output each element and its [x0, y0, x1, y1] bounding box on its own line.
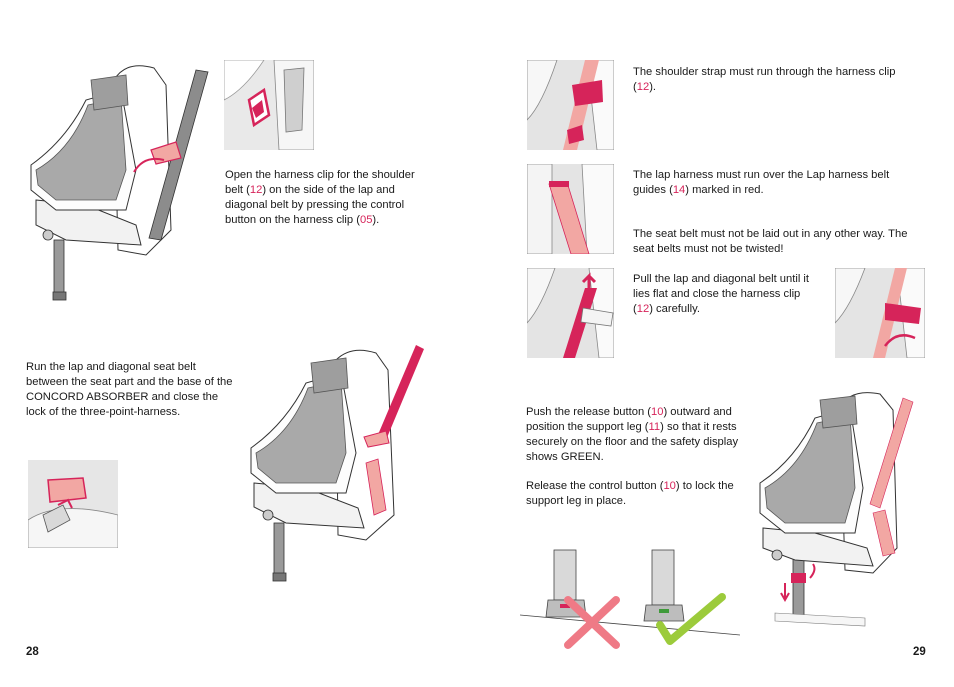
text-segment: Open the harness clip for the shoulder b… — [225, 169, 415, 196]
page-number-right: 29 — [913, 646, 926, 658]
figure-seat-belt-overview — [26, 60, 216, 305]
reference-number: 12 — [636, 303, 650, 315]
text-pull-belt: Pull the lap and diagonal belt until it … — [633, 272, 823, 317]
figure-harness-clip-open — [224, 60, 314, 150]
text-segment: ) carefully. — [649, 303, 700, 315]
text-lock-support-leg: Release the control button (10) to lock … — [526, 479, 736, 509]
text-segment: ) to lock the support leg in place. — [526, 480, 734, 507]
figure-belt-lock-closeup — [28, 460, 118, 548]
page-number-left: 28 — [26, 646, 39, 658]
reference-number: 14 — [672, 184, 686, 196]
reference-number: 05 — [359, 214, 373, 226]
text-open-harness-clip: Open the harness clip for the shoulder b… — [225, 168, 435, 228]
figure-lap-harness-guides — [527, 164, 614, 254]
text-segment: ). — [372, 214, 380, 226]
text-segment: ). — [649, 81, 657, 93]
figure-seat-support-leg — [755, 388, 925, 638]
figure-shoulder-strap-clip — [527, 60, 614, 150]
reference-number: 12 — [636, 81, 650, 93]
text-segment: The lap harness must run over the Lap ha… — [633, 169, 890, 196]
reference-number: 10 — [651, 406, 664, 418]
text-segment: The seat belt must not be laid out in an… — [633, 228, 908, 255]
text-segment: Release the control button ( — [526, 480, 664, 492]
text-release-button: Push the release button (10) outward and… — [526, 405, 748, 465]
text-lap-harness: The lap harness must run over the Lap ha… — [633, 168, 918, 198]
text-segment: ) outward and position the support leg ( — [526, 406, 732, 433]
figure-support-leg-indicator — [520, 545, 740, 650]
text-segment: Push the release button ( — [526, 406, 652, 418]
figure-harness-clip-closed — [835, 268, 925, 358]
text-segment: ) so that it rests securely on the floor… — [526, 421, 739, 463]
text-segment: Pull the lap and diagonal belt until it … — [633, 273, 810, 315]
text-segment: ) marked in red. — [685, 184, 764, 196]
reference-number: 12 — [249, 184, 263, 196]
text-segment: ) on the side of the lap and diagonal be… — [225, 184, 405, 226]
text-shoulder-strap: The shoulder strap must run through the … — [633, 65, 918, 95]
text-run-seat-belt: Run the lap and diagonal seat belt betwe… — [26, 360, 236, 420]
text-warning: The seat belt must not be laid out in an… — [633, 227, 918, 257]
correct-check-icon — [656, 593, 726, 645]
reference-number: 11 — [648, 421, 661, 433]
text-segment: The shoulder strap must run through the … — [633, 66, 896, 93]
wrong-cross-icon — [564, 596, 620, 649]
reference-number: 10 — [663, 480, 676, 492]
figure-pull-belt — [527, 268, 614, 358]
figure-seat-belt-routed — [246, 345, 441, 585]
text-segment: Run the lap and diagonal seat belt betwe… — [26, 361, 233, 418]
